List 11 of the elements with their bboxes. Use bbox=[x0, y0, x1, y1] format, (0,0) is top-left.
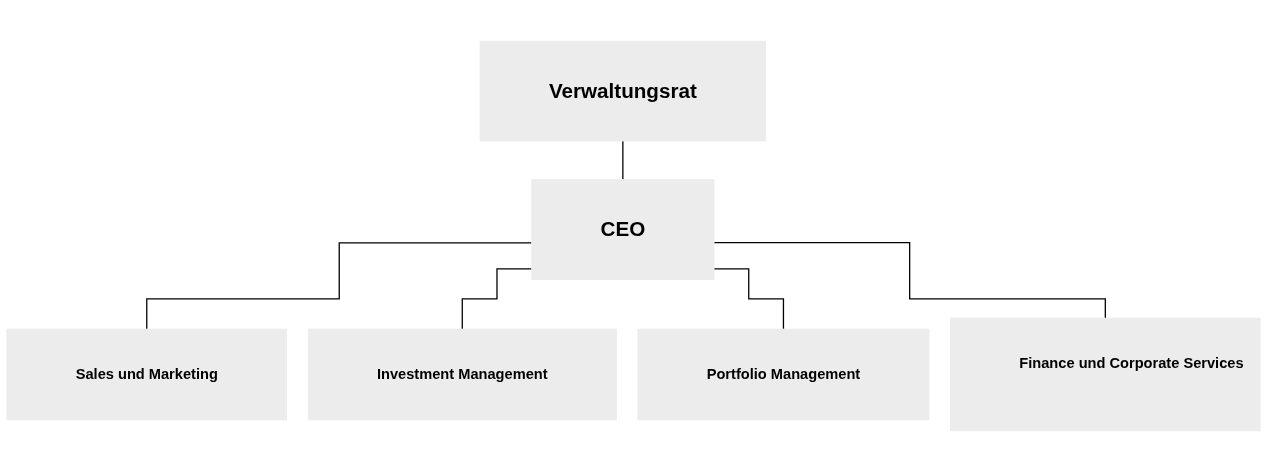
connector bbox=[713, 242, 1106, 319]
node-box: Sales und Marketing bbox=[6, 328, 288, 421]
connector bbox=[622, 140, 624, 181]
node-box: Investment Management bbox=[307, 328, 617, 421]
connector bbox=[713, 268, 785, 330]
node-box: Verwaltungsrat bbox=[479, 40, 767, 142]
connector bbox=[461, 268, 533, 330]
node-box: Portfolio Management bbox=[637, 328, 930, 421]
connector bbox=[146, 242, 533, 330]
node-box: Finance und Corporate Services bbox=[950, 317, 1261, 432]
node-box: CEO bbox=[531, 179, 715, 280]
